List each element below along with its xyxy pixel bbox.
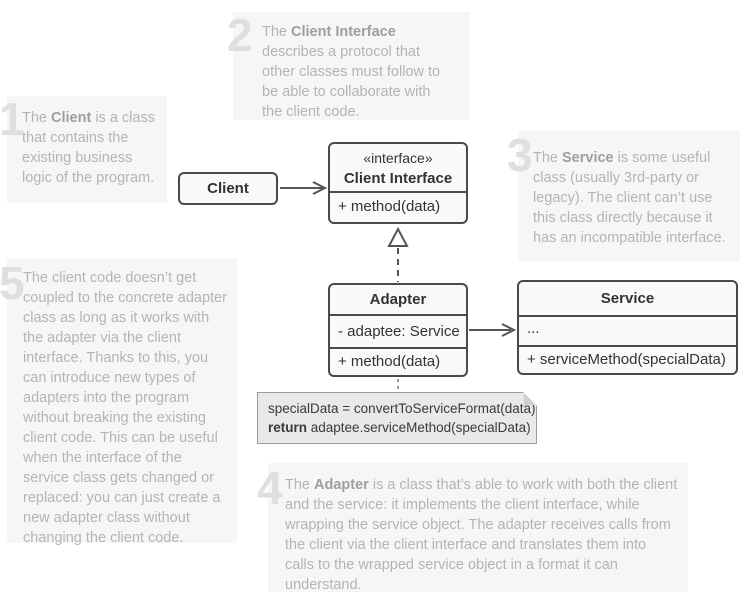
callout-1-client: 1 The Client is a class that contains th… [0, 96, 167, 203]
callout-2-bold: Client Interface [291, 24, 396, 40]
note-return-keyword: return [268, 420, 308, 435]
client-interface-method: + method(data) [338, 198, 441, 215]
callout-1-number: 1 [0, 93, 25, 145]
client-class-title: Client [207, 180, 249, 197]
callout-4-post: is a class that’s able to work with both… [285, 477, 678, 593]
callout-2-text: The Client Interface describes a protoco… [233, 12, 470, 122]
callout-4-pre: The [285, 477, 315, 493]
callout-3-bold: Service [562, 150, 614, 166]
note-line-2-rest: adaptee.serviceMethod(specialData) [307, 420, 531, 435]
service-class-title: Service [600, 290, 655, 307]
callout-4-number: 4 [257, 462, 283, 514]
adapter-service-arrowhead [501, 323, 517, 337]
adapter-method: + method(data) [330, 347, 466, 375]
callout-4-adapter: 4 The Adapter is a class that’s able to … [257, 463, 688, 595]
interface-stereotype: «interface» [363, 150, 433, 166]
callout-2-post: describes a protocol that other classes … [262, 44, 441, 120]
adapter-class-box: Adapter - adaptee: Service + method(data… [328, 283, 468, 377]
callout-3-number: 3 [507, 129, 533, 181]
pseudocode-note: specialData = convertToServiceFormat(dat… [257, 392, 537, 444]
callout-5-text: The client code doesn’t get coupled to t… [7, 258, 237, 548]
callout-4-text: The Adapter is a class that’s able to wo… [268, 463, 688, 595]
client-interface-header: «interface» Client Interface [330, 144, 466, 193]
service-class-box: Service ... + serviceMethod(specialData) [517, 280, 738, 375]
callout-4-bold: Adapter [314, 477, 369, 493]
callout-3-pre: The [533, 150, 563, 166]
callout-1-pre: The [22, 110, 52, 126]
callout-3-post: is some useful class (usually 3rd-party … [533, 150, 726, 246]
client-interface-title: Client Interface [343, 170, 453, 187]
adapter-attribute: - adaptee: Service [330, 314, 466, 347]
note-fold-flap [524, 393, 536, 405]
callout-1-text: The Client is a class that contains the … [7, 96, 167, 188]
callout-2-client-interface: 2 The Client Interface describes a proto… [227, 12, 470, 122]
callout-3-service: 3 The Service is some useful class (usua… [507, 130, 740, 262]
realization-triangle [387, 226, 409, 247]
note-line-2: return adaptee.serviceMethod(specialData… [268, 418, 531, 437]
client-class-box: Client [178, 172, 278, 205]
service-ellipsis: ... [519, 315, 736, 345]
callout-2-number: 2 [227, 9, 253, 61]
callout-3-text: The Service is some useful class (usuall… [518, 130, 740, 248]
callout-5-number: 5 [0, 257, 25, 309]
callout-1-post: is a class that contains the existing bu… [22, 110, 155, 186]
service-method: + serviceMethod(specialData) [519, 345, 736, 373]
callout-1-bold: Client [51, 110, 92, 126]
note-line-1: specialData = convertToServiceFormat(dat… [268, 401, 536, 416]
callout-2-pre: The [262, 24, 292, 40]
client-interface-box: «interface» Client Interface + method(da… [328, 142, 468, 224]
callout-5-pre: The client code doesn’t get coupled to t… [23, 270, 227, 546]
client-association-arrowhead [312, 181, 328, 195]
adapter-class-title: Adapter [369, 291, 427, 308]
callout-5-client-code: 5 The client code doesn’t get coupled to… [0, 258, 237, 546]
